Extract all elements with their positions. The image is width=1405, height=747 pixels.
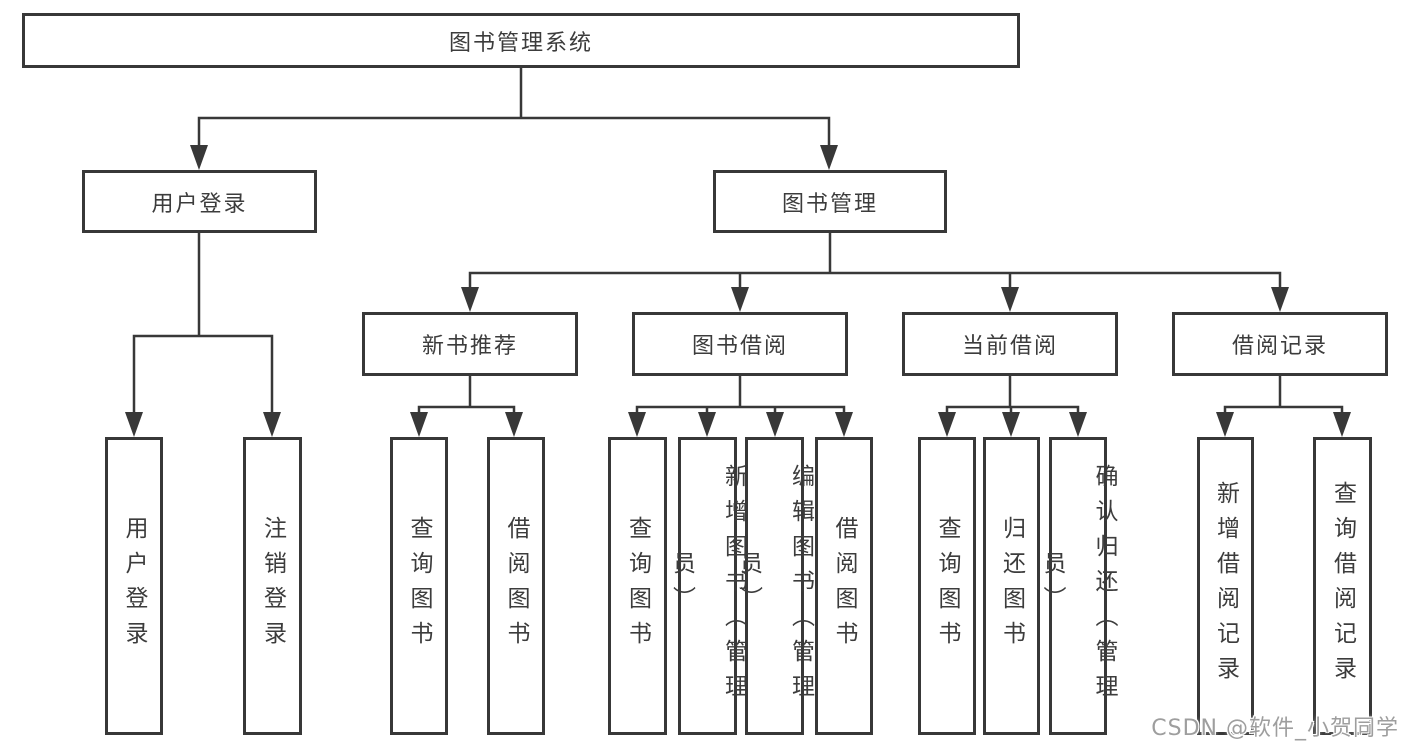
connector-newbookrec-to-leaves [417, 374, 516, 418]
arrow-icon [820, 145, 838, 170]
leaf-bb-query-book: 查询图书 [608, 437, 667, 735]
leaf-br-query-record: 查询借阅记录 [1313, 437, 1372, 735]
node-book-management: 图书管理 [713, 170, 947, 233]
arrow-icon [263, 412, 281, 437]
leaf-bb-borrow-book: 借阅图书 [815, 437, 873, 735]
arrow-icon [1216, 412, 1234, 437]
leaf-br-add-record: 新增借阅记录 [1197, 437, 1254, 735]
arrow-icon [190, 145, 208, 170]
leaf-bb-add-book: 新增图书（管理员） [669, 437, 747, 735]
leaf-cb-confirm-return: 确认归还（管理员） [1039, 437, 1117, 735]
connector-bookborrow-to-leaves [635, 374, 846, 418]
leaf-cb-query-book: 查询图书 [918, 437, 976, 735]
arrow-icon [731, 287, 749, 312]
arrow-icon [1333, 412, 1351, 437]
arrow-icon [410, 412, 428, 437]
arrow-icon [461, 287, 479, 312]
arrow-icon [766, 412, 784, 437]
arrow-icon [628, 412, 646, 437]
connector-borrowrecords-to-leaves [1223, 374, 1344, 418]
node-new-book-recommend: 新书推荐 [362, 312, 578, 376]
arrow-icon [1001, 287, 1019, 312]
node-root-title: 图书管理系统 [22, 13, 1020, 68]
node-book-borrow: 图书借阅 [632, 312, 848, 376]
arrow-icon [125, 412, 143, 437]
leaf-cb-return-book: 归还图书 [983, 437, 1040, 735]
arrow-icon [938, 412, 956, 437]
leaf-bb-edit-book: 编辑图书（管理员） [736, 437, 814, 735]
node-borrow-records: 借阅记录 [1172, 312, 1388, 376]
arrow-icon [1069, 412, 1087, 437]
csdn-watermark: CSDN @软件_小贺同学 [1151, 716, 1399, 741]
arrow-icon [1271, 287, 1289, 312]
arrow-icon [505, 412, 523, 437]
leaf-user-login: 用户登录 [105, 437, 163, 735]
connector-currentborrow-to-leaves [945, 374, 1080, 418]
leaf-rec-borrow-book: 借阅图书 [487, 437, 545, 735]
connector-root-to-level2 [197, 66, 831, 152]
arrow-icon [1002, 412, 1020, 437]
node-current-borrow: 当前借阅 [902, 312, 1118, 376]
leaf-rec-query-book: 查询图书 [390, 437, 448, 735]
arrow-icon [835, 412, 853, 437]
connector-userlogin-to-leaves [132, 231, 274, 418]
node-user-login: 用户登录 [82, 170, 317, 233]
leaf-logout: 注销登录 [243, 437, 302, 735]
connector-bookmgmt-to-level3 [468, 231, 1282, 294]
arrow-icon [698, 412, 716, 437]
